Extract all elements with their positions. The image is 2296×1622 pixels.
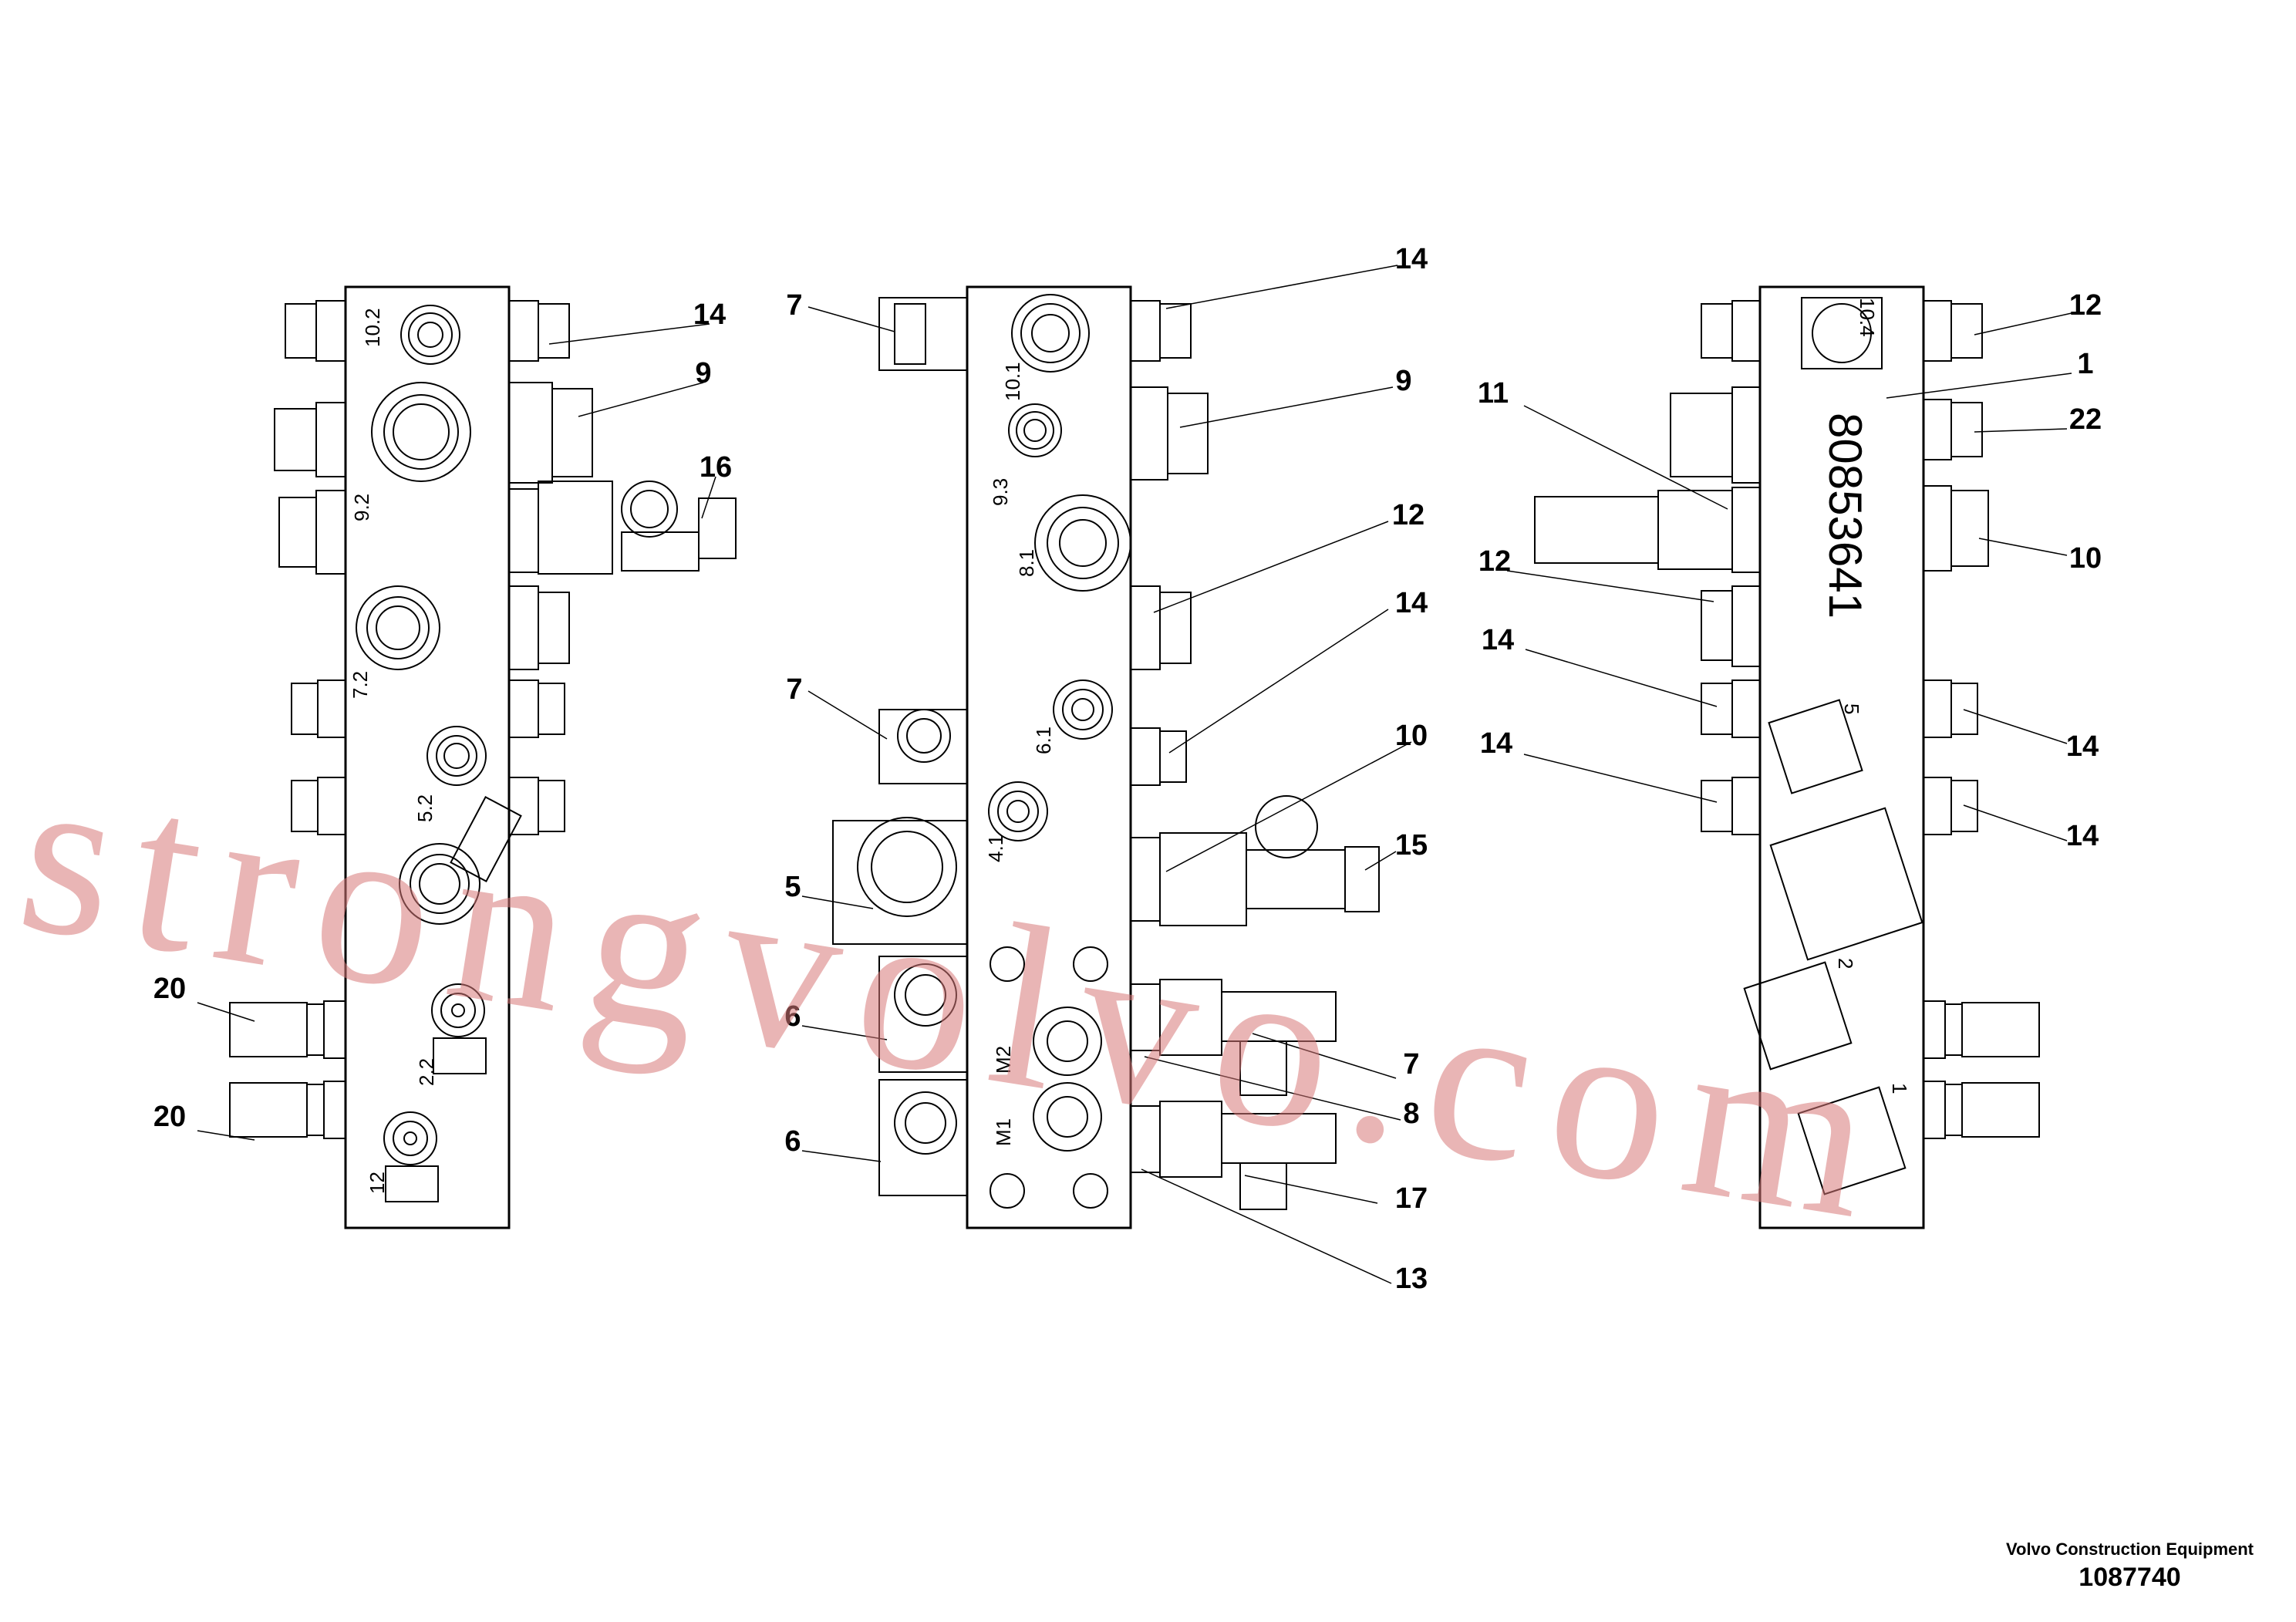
middle-block-fittings — [832, 297, 1380, 1210]
port-label: 10.4 — [1856, 298, 1879, 337]
left-block-left-fittings — [229, 300, 346, 1139]
port-label: 5 — [1840, 703, 1863, 714]
drawing-credit: Volvo Construction Equipment 1087740 — [2006, 1539, 2254, 1595]
port-label: 7.2 — [349, 671, 372, 699]
port-label: M1 — [992, 1118, 1015, 1146]
port-label: 5.2 — [413, 794, 437, 822]
callout-middle-15: 15 — [1395, 829, 1428, 862]
port-label: 6.1 — [1032, 727, 1055, 754]
callout-right-14: 14 — [2066, 820, 2099, 852]
callout-middle-7: 7 — [786, 673, 802, 706]
callout-middle-13: 13 — [1395, 1263, 1428, 1295]
callout-right-10: 10 — [2069, 542, 2102, 575]
port-label: 10.2 — [361, 308, 384, 347]
callout-left-20: 20 — [153, 973, 186, 1005]
callout-middle-8: 8 — [1403, 1098, 1419, 1130]
port-label: 8.1 — [1015, 549, 1038, 577]
callout-right-14: 14 — [2066, 730, 2099, 763]
right-block-fittings — [1534, 300, 2040, 1139]
callout-middle-5: 5 — [784, 871, 801, 903]
callout-middle-14: 14 — [1395, 243, 1428, 275]
callout-right-14: 14 — [1480, 727, 1512, 760]
leader-lines — [197, 265, 2072, 1284]
callout-right-22: 22 — [2069, 403, 2102, 436]
callout-right-11: 11 — [1478, 377, 1509, 410]
drawing-number: 1087740 — [2079, 1563, 2181, 1592]
port-label: 9.2 — [350, 494, 373, 521]
callout-right-12: 12 — [2069, 289, 2102, 322]
port-label: 9.3 — [989, 478, 1012, 506]
callout-middle-12: 12 — [1392, 499, 1424, 531]
port-label: 4.1 — [984, 835, 1007, 862]
right-block-ports — [1743, 297, 1923, 1195]
left-block-ports — [356, 305, 522, 1202]
callout-middle-9: 9 — [1395, 365, 1411, 397]
callout-left-16: 16 — [700, 451, 732, 484]
callout-left-14: 14 — [693, 298, 726, 331]
callout-right-12: 12 — [1478, 545, 1511, 578]
callout-middle-17: 17 — [1395, 1182, 1428, 1215]
port-label: 12 — [366, 1172, 389, 1194]
callout-labels: 1491620207149121471015567861713121112210… — [153, 243, 2102, 1295]
port-label: 2 — [1834, 958, 1857, 969]
port-label: 2.2 — [415, 1058, 438, 1086]
port-label: M2 — [992, 1046, 1015, 1074]
port-label: 10.1 — [1001, 362, 1024, 401]
port-labels: 10.29.27.25.22.21210.19.38.16.14.1M2M110… — [349, 298, 1911, 1194]
company-name: Volvo Construction Equipment — [2005, 1539, 2254, 1559]
callout-middle-14: 14 — [1395, 587, 1428, 619]
port-label: 1 — [1888, 1083, 1911, 1094]
callout-middle-7: 7 — [786, 289, 802, 322]
callout-middle-6: 6 — [784, 1125, 801, 1158]
part-number-on-block: 80853641 — [1819, 413, 1871, 619]
callout-middle-10: 10 — [1395, 720, 1428, 752]
callout-middle-7: 7 — [1403, 1048, 1419, 1081]
callout-left-20: 20 — [153, 1101, 186, 1133]
callout-right-1: 1 — [2077, 348, 2093, 380]
callout-right-14: 14 — [1482, 624, 1514, 656]
middle-block-ports — [988, 294, 1131, 1209]
callout-middle-6: 6 — [784, 1000, 801, 1033]
manifold-shapes — [197, 265, 2072, 1284]
left-block-right-fittings — [508, 300, 737, 835]
callout-left-9: 9 — [695, 357, 711, 389]
